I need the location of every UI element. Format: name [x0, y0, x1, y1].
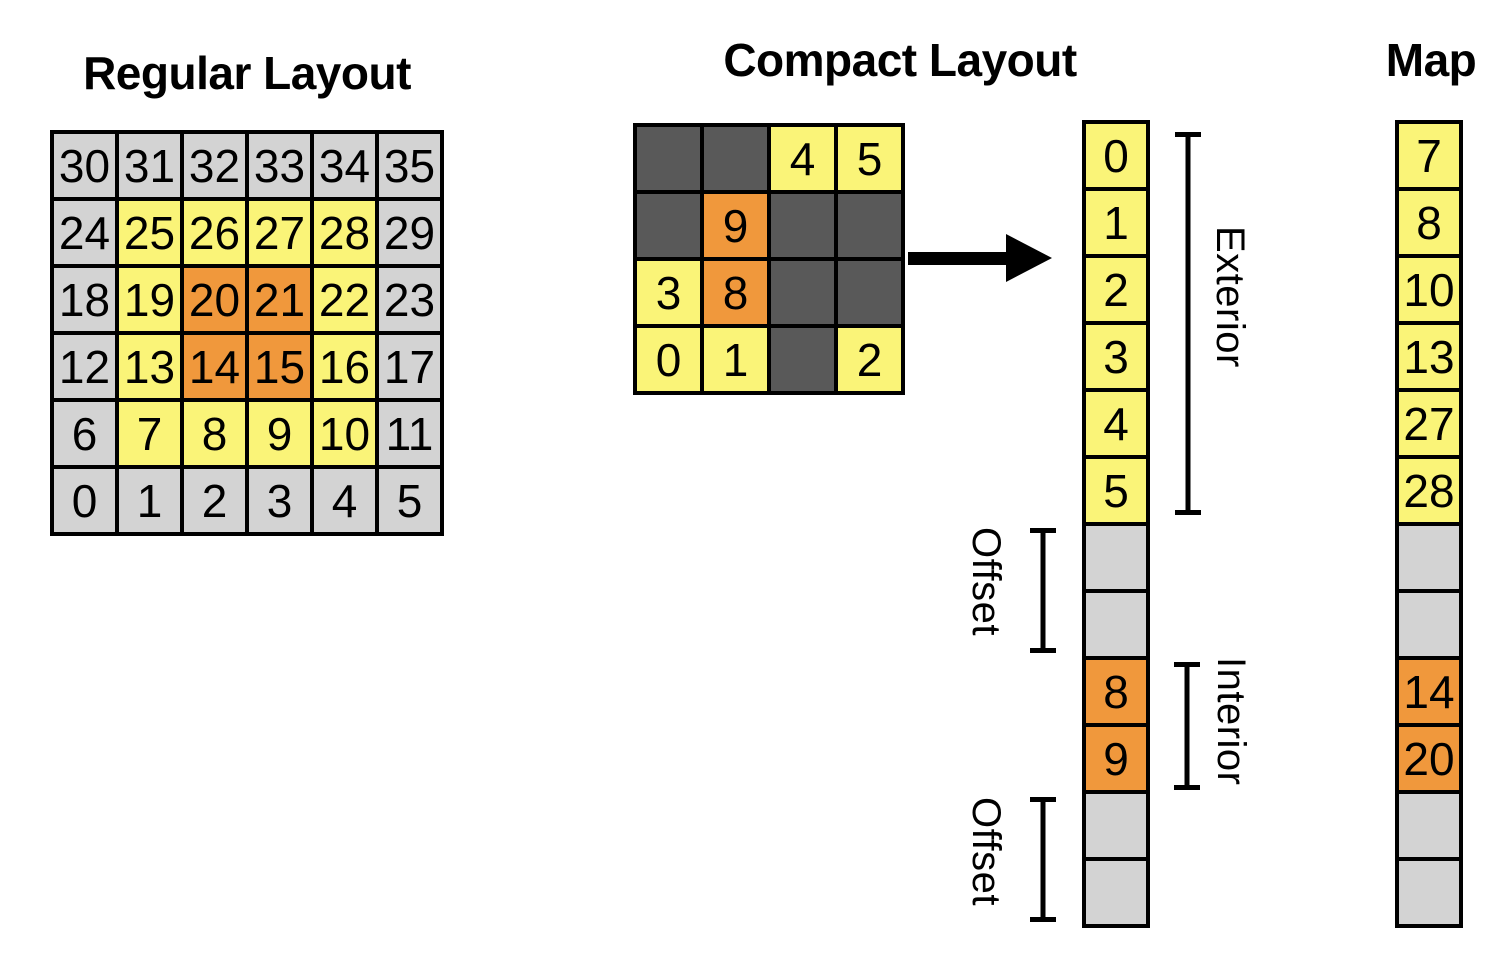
regular-grid-cell: 11 [377, 400, 442, 467]
regular-grid-cell: 19 [117, 266, 182, 333]
regular-grid-cell: 30 [52, 132, 117, 199]
regular-grid-cell: 0 [52, 467, 117, 534]
regular-grid-cell: 12 [52, 333, 117, 400]
map-column-cell [1397, 524, 1461, 591]
regular-grid-cell: 26 [182, 199, 247, 266]
offset-bottom-bracket [1030, 797, 1056, 922]
offset-top-bracket [1030, 528, 1056, 653]
interior-bracket-stem [1184, 667, 1190, 785]
map-column-cell [1397, 591, 1461, 658]
exterior-bracket [1175, 132, 1201, 515]
regular-grid-cell: 28 [312, 199, 377, 266]
map-column-cell [1397, 792, 1461, 859]
exterior-label: Exterior [1208, 226, 1252, 368]
compact-layout-title: Compact Layout [723, 34, 1077, 86]
compact-grid-cell [769, 259, 836, 326]
regular-grid-cell: 5 [377, 467, 442, 534]
compact-grid-cell [769, 326, 836, 393]
compact-grid-cell [702, 125, 769, 192]
right-arrow-icon [908, 252, 1010, 265]
interior-label: Interior [1209, 657, 1253, 786]
compact-grid-cell: 4 [769, 125, 836, 192]
map-column-cell: 10 [1397, 256, 1461, 323]
regular-grid-cell: 16 [312, 333, 377, 400]
regular-grid-cell: 6 [52, 400, 117, 467]
regular-grid-cell: 8 [182, 400, 247, 467]
map-column-cell: 14 [1397, 658, 1461, 725]
map-column-cell: 7 [1397, 122, 1461, 189]
regular-grid-cell: 21 [247, 266, 312, 333]
regular-grid-cell: 1 [117, 467, 182, 534]
compact-grid-cell [635, 125, 702, 192]
map-title: Map [1385, 34, 1477, 86]
regular-grid-cell: 22 [312, 266, 377, 333]
regular-grid-cell: 33 [247, 132, 312, 199]
regular-grid-cell: 7 [117, 400, 182, 467]
regular-grid-cell: 32 [182, 132, 247, 199]
regular-grid-cell: 27 [247, 199, 312, 266]
compact-grid-cell: 5 [836, 125, 903, 192]
interior-bracket [1174, 662, 1200, 790]
regular-grid-cell: 2 [182, 467, 247, 534]
value-column-cell [1084, 792, 1148, 859]
compact-grid-cell [836, 192, 903, 259]
value-column-cell: 0 [1084, 122, 1148, 189]
regular-grid-cell: 24 [52, 199, 117, 266]
regular-grid-cell: 17 [377, 333, 442, 400]
compact-grid-cell [635, 192, 702, 259]
map-column-cell: 28 [1397, 457, 1461, 524]
compact-grid-cell: 0 [635, 326, 702, 393]
regular-grid-cell: 9 [247, 400, 312, 467]
regular-grid-cell: 34 [312, 132, 377, 199]
value-column-cell: 8 [1084, 658, 1148, 725]
value-column-cell [1084, 524, 1148, 591]
offset-bottom-label: Offset [964, 797, 1008, 906]
regular-grid-cell: 25 [117, 199, 182, 266]
compact-grid-cell: 1 [702, 326, 769, 393]
right-arrow-head-icon [1006, 234, 1052, 282]
value-column-cell: 1 [1084, 189, 1148, 256]
offset-bottom-bracket-stem [1040, 802, 1046, 917]
map-column-cell: 20 [1397, 725, 1461, 792]
value-column-cell: 2 [1084, 256, 1148, 323]
compact-grid-cell: 3 [635, 259, 702, 326]
exterior-bracket-stem [1185, 137, 1191, 510]
value-column-cell: 3 [1084, 323, 1148, 390]
regular-layout-title: Regular Layout [83, 47, 411, 99]
regular-grid-cell: 4 [312, 467, 377, 534]
value-column-cell: 9 [1084, 725, 1148, 792]
regular-grid-cell: 15 [247, 333, 312, 400]
compact-grid-cell [769, 192, 836, 259]
value-column-cell [1084, 591, 1148, 658]
offset-top-label: Offset [964, 527, 1008, 636]
value-column-cell [1084, 859, 1148, 926]
map-column-cell [1397, 859, 1461, 926]
regular-grid-cell: 35 [377, 132, 442, 199]
regular-grid-cell: 3 [247, 467, 312, 534]
regular-grid-cell: 23 [377, 266, 442, 333]
regular-grid-cell: 10 [312, 400, 377, 467]
value-column-cell: 5 [1084, 457, 1148, 524]
regular-grid-cell: 13 [117, 333, 182, 400]
map-column-cell: 8 [1397, 189, 1461, 256]
map-column-cell: 27 [1397, 390, 1461, 457]
regular-grid-cell: 18 [52, 266, 117, 333]
compact-grid-cell: 9 [702, 192, 769, 259]
compact-grid-cell: 2 [836, 326, 903, 393]
regular-grid-cell: 31 [117, 132, 182, 199]
compact-grid-cell: 8 [702, 259, 769, 326]
offset-top-bracket-stem [1040, 533, 1046, 648]
regular-grid-cell: 29 [377, 199, 442, 266]
regular-grid-cell: 14 [182, 333, 247, 400]
compact-grid-cell [836, 259, 903, 326]
regular-grid-cell: 20 [182, 266, 247, 333]
map-column-cell: 13 [1397, 323, 1461, 390]
value-column-cell: 4 [1084, 390, 1148, 457]
